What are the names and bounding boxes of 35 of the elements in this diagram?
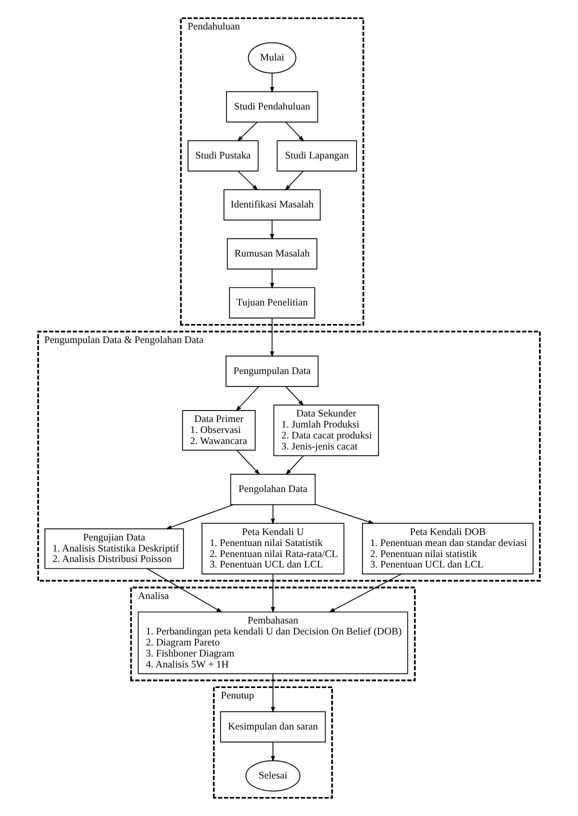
node-box: Identifikasi Masalah	[224, 189, 321, 220]
arrow	[270, 72, 274, 93]
node-box: Studi Lapangan	[276, 140, 357, 172]
arrow	[270, 673, 276, 713]
arrow	[286, 456, 304, 476]
arrow	[270, 574, 276, 613]
node-box: Studi Pendahuluan	[226, 91, 318, 122]
node-box: Data Primer 1. Observasi 2. Wawancara	[182, 410, 256, 451]
arrow	[270, 268, 274, 289]
node-box: Pembahasan 1. Perbandingan peta kendali U dan Decision On Belief (DOB) 2. Diagram Pareto 3. Fishboner Diagram 4. Analisis 5W + 1H	[138, 612, 408, 674]
arrow	[314, 504, 374, 524]
arrow	[237, 122, 258, 142]
node-ellipse: Mulai	[248, 42, 296, 74]
arrow	[270, 318, 274, 358]
arrow	[236, 450, 260, 475]
arrow	[284, 170, 304, 191]
node-box: Tujuan Penelitian	[229, 287, 316, 318]
arrow	[270, 742, 276, 762]
arrow	[166, 504, 234, 530]
node-box: Kesimpulan dan saran	[220, 711, 326, 742]
arrow	[236, 386, 260, 412]
node-box: Data Sekunder 1. Jumlah Produksi 2. Data cacat produksi 3. Jenis-jenis cacat	[273, 404, 379, 456]
arrow	[238, 170, 258, 191]
node-box: Peta Kendali U 1. Penentuan nilai Satatistik 2. Penentuan nilai Rata-rata/CL 3. Penentuan UCL dan LCL	[202, 522, 344, 574]
node-box: Peta Kendali DOB 1. Penentuan mean dan standar deviasi 2. Penentuan nilai statistik 3. Penentuan UCL dan LCL	[362, 522, 534, 574]
node-box: Studi Pustaka	[188, 140, 259, 172]
node-box: Rumusan Masalah	[226, 238, 318, 270]
arrow	[285, 386, 304, 406]
node-ellipse: Selesai	[245, 760, 300, 792]
node-box: Pengumpulan Data	[226, 356, 319, 387]
node-box: Pengolahan Data	[230, 474, 316, 506]
arrow	[270, 220, 274, 240]
node-box: Pengujian Data 1. Analisis Statistika Deskriptif 2. Analisis Distribusi Poisson	[44, 528, 184, 569]
arrow	[285, 122, 304, 142]
arrow	[270, 504, 276, 525]
